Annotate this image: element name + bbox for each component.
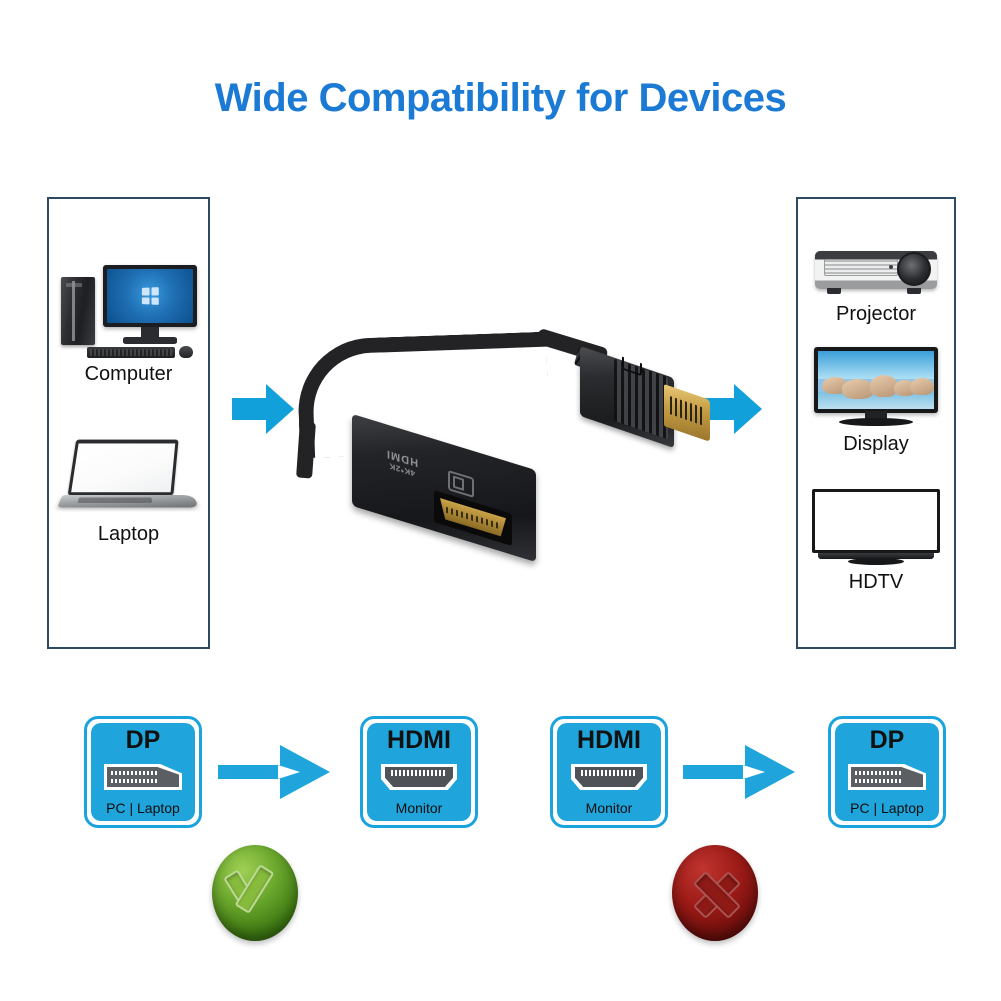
device-label-projector: Projector bbox=[835, 303, 917, 325]
connector-box-hdmi-source[interactable]: HDMI Monitor bbox=[550, 716, 668, 828]
compat-arrow-2-icon bbox=[683, 745, 801, 799]
connector-subtitle: Monitor bbox=[585, 800, 633, 816]
status-badge-not-supported bbox=[672, 845, 758, 941]
hdmi-connector-icon bbox=[381, 764, 457, 790]
displayport-connector-icon bbox=[104, 764, 182, 790]
connector-title: DP bbox=[869, 726, 905, 754]
red-cross-icon bbox=[691, 870, 742, 920]
compat-arrow-1-icon bbox=[218, 745, 336, 799]
tv-display-icon bbox=[814, 347, 938, 429]
displayport-male-plug bbox=[580, 345, 710, 470]
connector-subtitle: Monitor bbox=[395, 800, 443, 816]
projector-icon bbox=[815, 247, 937, 299]
page-title: Wide Compatibility for Devices bbox=[214, 76, 787, 120]
dp-to-hdmi-adapter-image: 4K*2K HDMI bbox=[296, 327, 710, 575]
device-laptop: Laptop bbox=[49, 439, 208, 546]
device-label-display: Display bbox=[843, 433, 909, 455]
connector-box-dp-source[interactable]: DP PC | Laptop bbox=[84, 716, 202, 828]
laptop-icon bbox=[56, 439, 200, 519]
device-hdtv: HDTV bbox=[798, 489, 954, 594]
desktop-computer-icon bbox=[59, 261, 199, 359]
adapter-cable-lower bbox=[296, 421, 316, 479]
device-label-laptop: Laptop bbox=[97, 523, 160, 545]
connector-box-dp-target[interactable]: DP PC | Laptop bbox=[828, 716, 946, 828]
green-check-icon bbox=[223, 864, 278, 914]
hdmi-connector-icon bbox=[571, 764, 647, 790]
device-label-computer: Computer bbox=[84, 363, 173, 385]
status-badge-supported bbox=[212, 845, 298, 941]
connector-subtitle: PC | Laptop bbox=[106, 800, 180, 816]
connector-subtitle: PC | Laptop bbox=[850, 800, 924, 816]
device-computer: Computer bbox=[49, 261, 208, 386]
device-projector: Projector bbox=[798, 247, 954, 326]
connector-title: HDMI bbox=[387, 726, 451, 754]
target-devices-panel: Projector Display bbox=[796, 197, 956, 649]
device-display: Display bbox=[798, 347, 954, 456]
connector-box-hdmi-target[interactable]: HDMI Monitor bbox=[360, 716, 478, 828]
flow-arrow-left-icon bbox=[232, 384, 296, 434]
displayport-connector-icon bbox=[848, 764, 926, 790]
connector-title: HDMI bbox=[577, 726, 641, 754]
connector-title: DP bbox=[125, 726, 161, 754]
device-label-hdtv: HDTV bbox=[848, 571, 904, 593]
source-devices-panel: Computer Laptop bbox=[47, 197, 210, 649]
hdtv-icon bbox=[812, 489, 940, 567]
